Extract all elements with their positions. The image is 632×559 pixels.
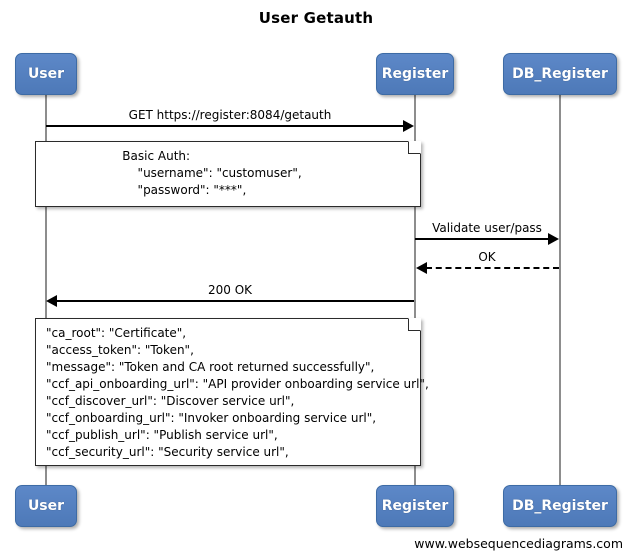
- note-basic-auth: Basic Auth: "username": "customuser", "p…: [35, 141, 421, 207]
- message-label-get-getauth: GET https://register:8084/getauth: [128, 108, 332, 122]
- lifeline-db-register: [559, 95, 561, 485]
- note-line: "ccf_discover_url": "Discover service ur…: [46, 394, 295, 408]
- note-line: "ccf_onboarding_url": "Invoker onboardin…: [46, 411, 377, 425]
- page-title: User Getauth: [258, 9, 374, 27]
- message-line-validate-user-pass: [415, 238, 549, 240]
- message-line-ok: [426, 267, 559, 269]
- actor-label: User: [27, 66, 65, 82]
- message-label-validate-user-pass: Validate user/pass: [432, 221, 542, 235]
- note-response-body: "ca_root": "Certificate", "access_token"…: [35, 318, 429, 466]
- arrow-head-right-validate-user-pass: [548, 233, 559, 245]
- actor-label: DB_Register: [512, 498, 608, 514]
- actor-label: Register: [381, 498, 449, 514]
- note-line: "ccf_api_onboarding_url": "API provider …: [46, 377, 429, 391]
- footer-credit: www.websequencediagrams.com: [414, 536, 623, 551]
- message-line-200-ok: [56, 300, 414, 302]
- message-label-200-ok: 200 OK: [207, 283, 253, 297]
- message-line-get-getauth: [46, 125, 404, 127]
- actor-user-bottom[interactable]: User: [15, 485, 77, 527]
- lifeline-user: [45, 95, 47, 485]
- lifeline-register: [414, 95, 416, 485]
- note-line: "message": "Token and CA root returned s…: [46, 360, 375, 374]
- actor-label: User: [27, 498, 65, 514]
- actor-user-top[interactable]: User: [15, 53, 77, 95]
- actor-label: Register: [381, 66, 449, 82]
- note-line: "ccf_publish_url": "Publish service url"…: [46, 428, 278, 442]
- message-label-ok: OK: [478, 250, 496, 264]
- arrow-head-left-ok: [416, 262, 427, 274]
- actor-db-register-bottom[interactable]: DB_Register: [503, 485, 617, 527]
- actor-db-register-top[interactable]: DB_Register: [503, 53, 617, 95]
- arrow-head-right-get-getauth: [403, 120, 414, 132]
- note-line: "ca_root": "Certificate",: [46, 326, 187, 340]
- actor-register-top[interactable]: Register: [376, 53, 454, 95]
- arrow-head-left-200-ok: [46, 295, 57, 307]
- note-line: "ccf_security_url": "Security service ur…: [46, 445, 289, 459]
- actor-register-bottom[interactable]: Register: [376, 485, 454, 527]
- note-line: Basic Auth:: [46, 149, 191, 163]
- note-line: "username": "customuser",: [46, 166, 302, 180]
- actor-label: DB_Register: [512, 66, 608, 82]
- note-line: "access_token": "Token",: [46, 343, 194, 357]
- note-line: "password": "***",: [46, 183, 247, 197]
